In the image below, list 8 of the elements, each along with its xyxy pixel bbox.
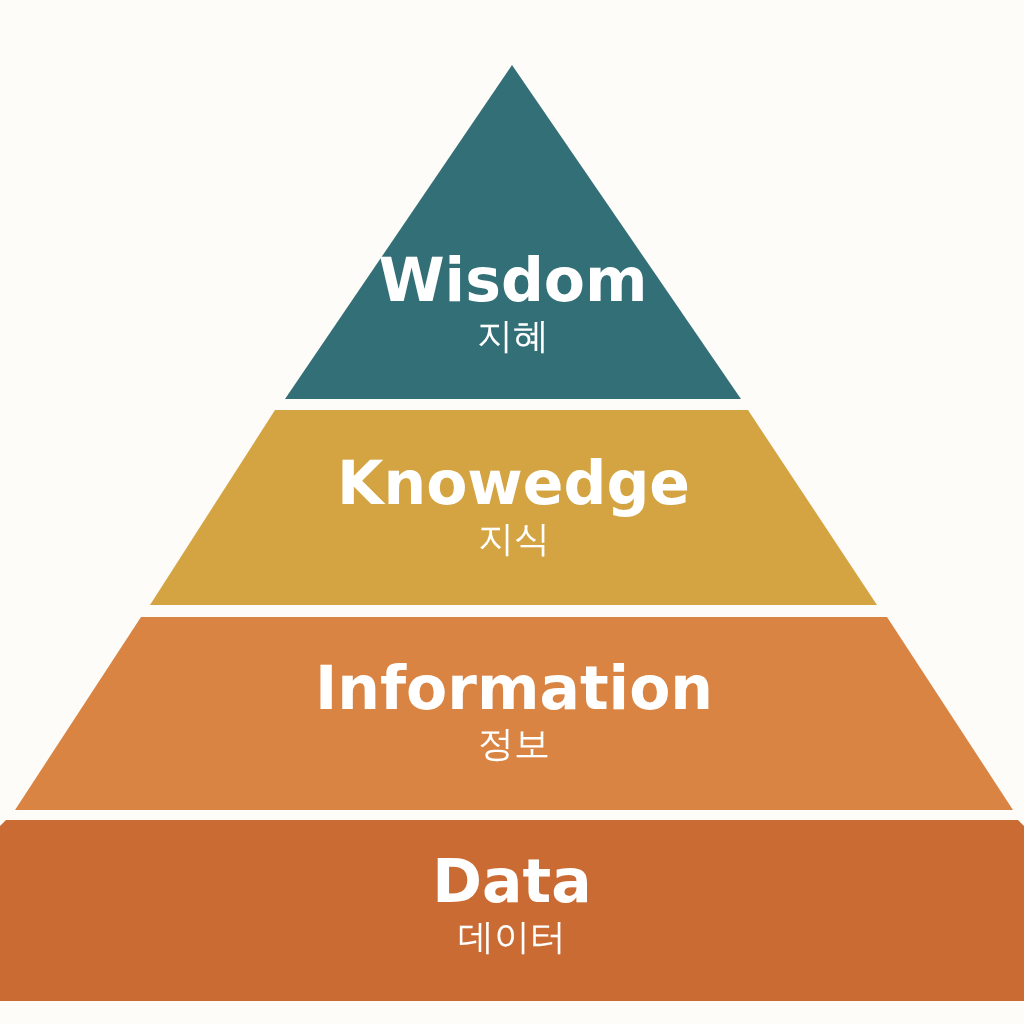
tier-subtitle: 데이터 bbox=[458, 915, 566, 959]
tier-title: Information bbox=[314, 655, 714, 721]
tier-subtitle: 정보 bbox=[478, 722, 550, 766]
tier-title: Knowedge bbox=[336, 450, 691, 516]
tier-subtitle: 지혜 bbox=[477, 314, 549, 358]
tier-title: Wisdom bbox=[378, 247, 648, 313]
tier-title: Data bbox=[432, 848, 592, 914]
tier-subtitle: 지식 bbox=[477, 517, 550, 561]
